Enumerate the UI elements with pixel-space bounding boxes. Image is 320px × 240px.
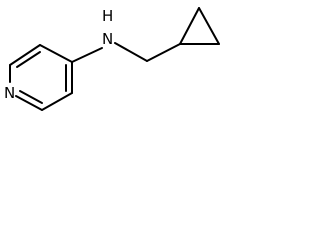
methylene-to-cyclopropyl-bond	[146, 43, 181, 62]
pyridine-bond	[41, 92, 73, 111]
cyclopropyl-bond	[198, 7, 220, 45]
pyridine-double-bond	[16, 51, 41, 68]
pyridine-bond	[39, 44, 73, 63]
amine-n-label: N	[102, 30, 113, 48]
ring-to-amine-bond	[71, 47, 103, 63]
pyridine-bond	[15, 95, 43, 111]
amine-to-methylene-bond	[114, 42, 148, 62]
pyridine-bond	[9, 44, 41, 66]
pyridine-double-bond	[19, 90, 43, 104]
ring-nitrogen-label: N	[4, 84, 15, 102]
amine-h-label: H	[102, 7, 113, 25]
cyclopropyl-bond	[179, 7, 200, 45]
molecule-structure-diagram: N H N	[4, 7, 220, 111]
